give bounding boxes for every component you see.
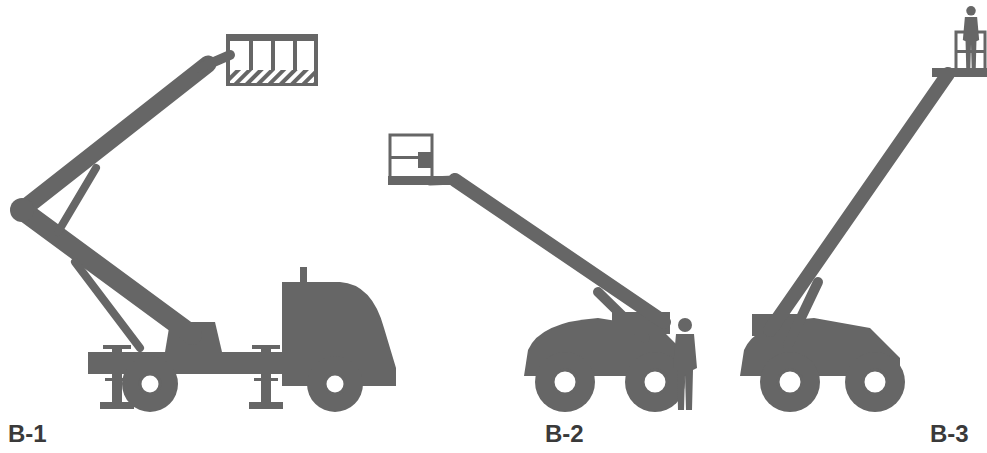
wheel xyxy=(760,352,820,412)
basket xyxy=(388,135,458,185)
hub xyxy=(643,370,667,394)
beacon xyxy=(300,267,307,283)
person xyxy=(963,6,979,69)
boom xyxy=(430,180,664,338)
wheel xyxy=(535,352,595,412)
outrigger xyxy=(249,345,283,409)
hub xyxy=(778,370,802,394)
basket xyxy=(228,34,316,84)
wheel xyxy=(845,352,905,412)
hub xyxy=(863,370,887,394)
person xyxy=(673,318,697,410)
figure-label: B-2 xyxy=(545,422,584,446)
outrigger xyxy=(100,345,134,409)
wheeled-lift xyxy=(740,6,987,412)
wheeled-lift xyxy=(388,135,697,412)
truck-lift xyxy=(10,34,396,412)
hub xyxy=(140,374,160,394)
figure-label: B-3 xyxy=(930,422,969,446)
hub xyxy=(325,374,345,394)
boom xyxy=(22,55,230,348)
boom xyxy=(770,74,948,345)
figure-label: B-1 xyxy=(8,422,47,446)
hub xyxy=(553,370,577,394)
knuckle xyxy=(10,198,34,222)
wheel xyxy=(307,356,363,412)
